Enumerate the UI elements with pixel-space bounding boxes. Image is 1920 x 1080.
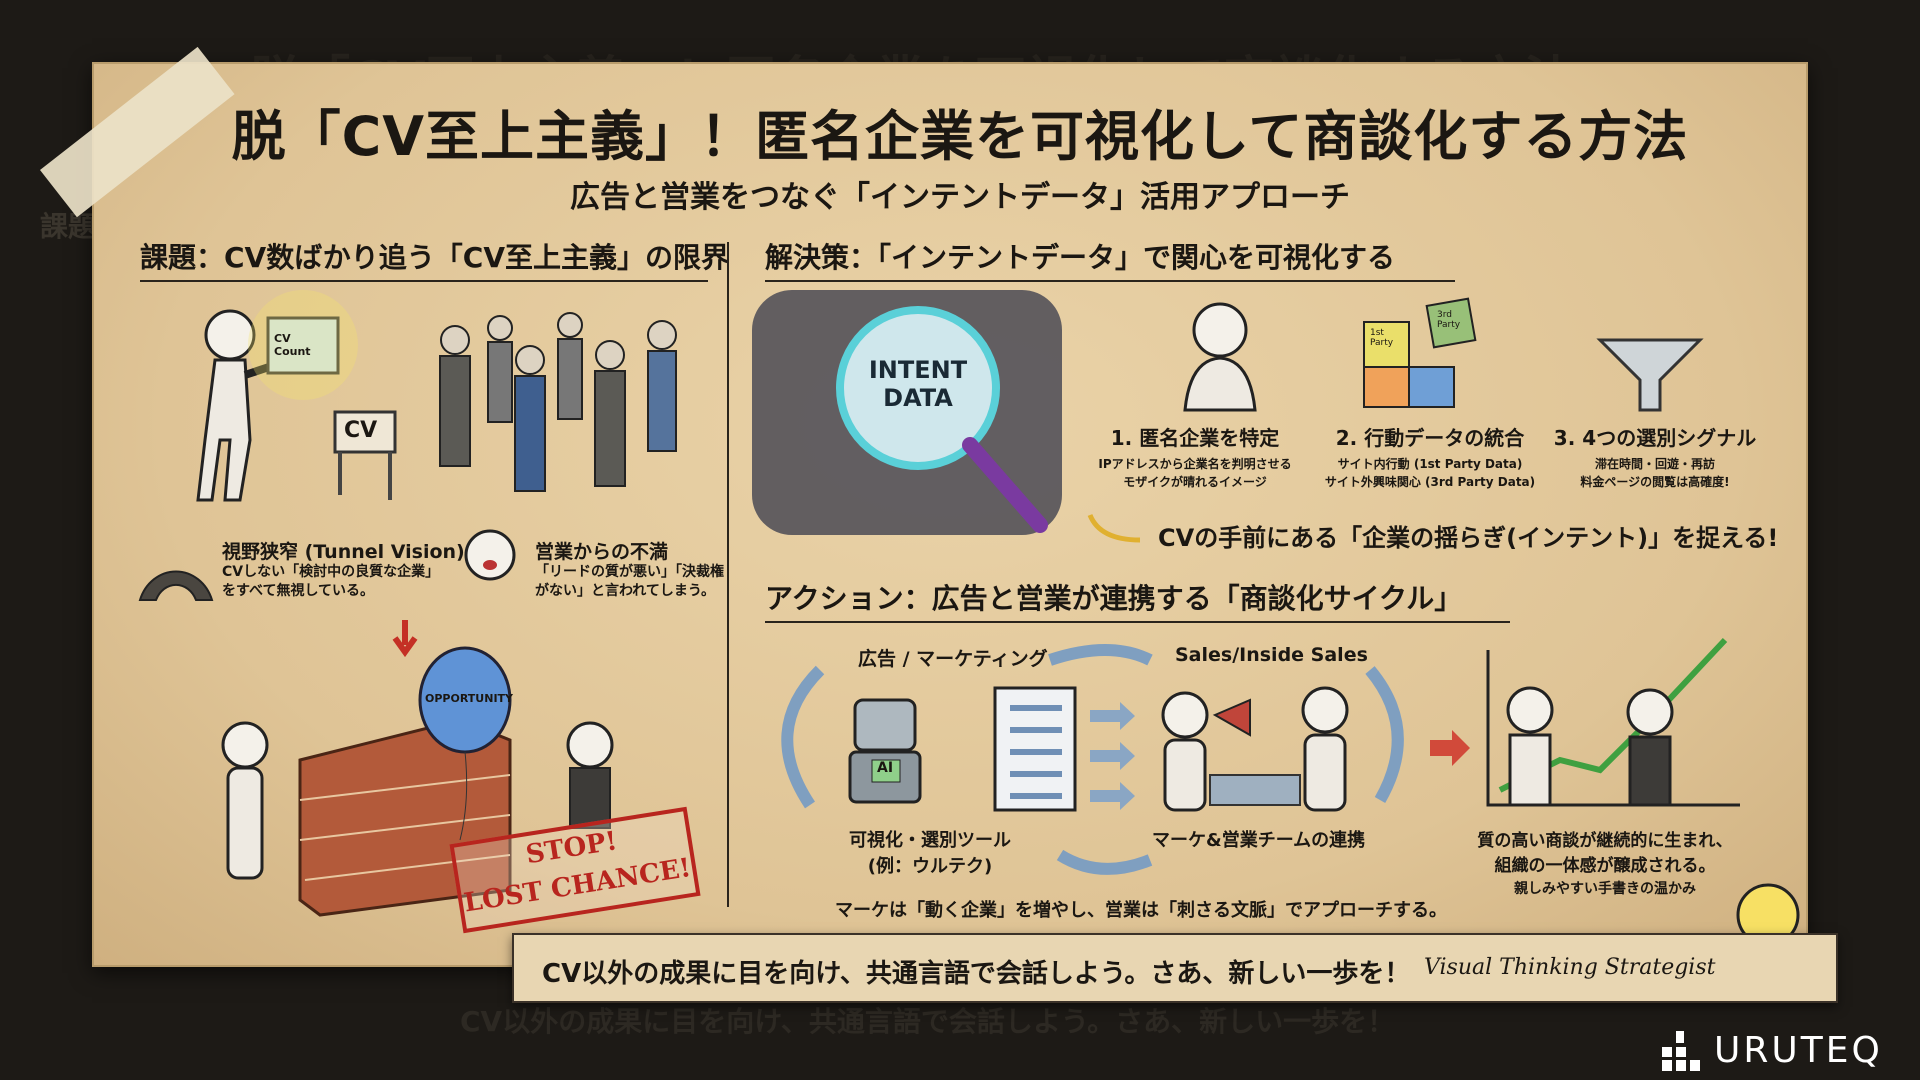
page-title: 脱「CV至上主義」！匿名企業を可視化して商談化する方法 [231,105,1689,168]
crowd-icon [439,312,677,492]
thinking-person-icon [1183,302,1257,412]
worried-person-icon [221,721,269,880]
ranked-list-icon [993,686,1077,812]
businessman-icon [566,721,614,829]
cv-sign-icon [333,410,397,500]
robot-icon [848,698,922,804]
step-integrate: 2. 行動データの統合 サイト内行動 (1st Party Data) サイト外… [1315,422,1545,491]
background-ghost-label: 課題 [40,210,97,243]
step-line: サイト外興味関心 (3rd Party Data) [1324,475,1536,489]
background-ghost-banner: CV以外の成果に目を向け、共通言語で会話しよう。さあ、新しい一歩を！ [460,1005,1396,1038]
brand-name: URUTEQ [1714,1030,1883,1071]
angry-face-icon [464,529,516,581]
step-line: IPアドレスから企業名を判明させる [1098,457,1292,471]
conclusion-arrow-icon [1087,513,1141,543]
sales-team-icon [1161,686,1349,812]
caption-line: 質の高い商談が継続的に生まれ、 [1477,831,1733,851]
step-line: サイト内行動 (1st Party Data) [1337,457,1523,471]
sales-label: Sales/Inside Sales [1175,644,1368,666]
page-subtitle: 広告と営業をつなぐ「インテントデータ」活用アプローチ [570,180,1350,215]
cv-sign-label: CV [344,418,378,443]
uruteq-logo-icon [1662,1030,1700,1071]
banner-signature: Visual Thinking Strategist [1424,955,1716,980]
puzzle-label: 1st Party [1370,328,1394,348]
caption-line: 可視化・選別ツール [849,830,1011,851]
uruteq-logo: URUTEQ [1662,1030,1883,1071]
step-line: 滞在時間・回遊・再訪 [1594,457,1715,471]
step-title: 2. 行動データの統合 [1335,426,1525,450]
solution-heading: 解決策：「インテントデータ」で関心を可視化する [765,236,1455,282]
funnel-icon [1596,338,1704,412]
problem-heading: 課題：CV数ばかり追う「CV至上主義」の限界 [140,236,729,282]
action-heading: アクション：広告と営業が連携する「商談化サイクル」 [765,577,1510,623]
team-caption: マーケ&営業チームの連携 [1152,830,1366,851]
section-divider [727,242,729,907]
caption-line: (例：ウルテク) [867,856,993,877]
robot-ai-label: AI [877,760,894,776]
caption-line: 親しみやすい手書きの温かみ [1514,881,1696,897]
step-line: モザイクが晴れるイメージ [1123,475,1267,489]
tool-caption: 可視化・選別ツール (例：ウルテク) [840,826,1020,878]
step-line: 料金ページの閲覧は高確度! [1580,475,1730,489]
step-title: 1. 匿名企業を特定 [1110,426,1280,450]
tunnel-vision-line: をすべて無視している。 [222,583,375,599]
red-right-arrow-icon [1430,730,1470,766]
cv-count-screen [266,316,340,375]
opportunity-balloon-icon [418,646,512,841]
complaint-line: がない」と言われてしまう。 [535,583,716,599]
footer-banner: CV以外の成果に目を向け、共通言語で会話しよう。さあ、新しい一歩を！ Visua… [512,933,1838,1003]
magnifier-icon [836,306,1000,470]
puzzle-label: 3rd Party [1437,310,1461,330]
complaint-title: 営業からの不満 [535,541,669,563]
intent-data-label: INTENT DATA [868,356,968,412]
tunnel-vision-title: 視野狭窄 (Tunnel Vision) [222,541,465,563]
caption-line: 組織の一体感が醸成される。 [1494,856,1716,876]
marketing-label: 広告 / マーケティング [858,648,1048,670]
growth-chart-icon [1486,637,1740,807]
puzzle-icon [1363,297,1477,408]
result-caption: 質の高い商談が継続的に生まれ、 組織の一体感が醸成される。 親しみやすい手書きの… [1460,826,1750,898]
conclusion-text: CVの手前にある「企業の揺らぎ(インテント)」を捉える! [1158,524,1779,552]
banner-message: CV以外の成果に目を向け、共通言語で会話しよう。さあ、新しい一歩を！ [542,959,1411,989]
tunnel-icon [138,570,214,601]
step-signals: 3. 4つの選別シグナル 滞在時間・回遊・再訪 料金ページの閲覧は高確度! [1545,422,1765,491]
flow-arrows-icon [1090,702,1135,810]
red-down-arrow-icon [392,620,418,658]
brick-wall-icon [298,718,512,917]
action-bottom-line: マーケは「動く企業」を増やし、営業は「刺さる文脈」でアプローチする。 [835,900,1447,921]
cycle-arrows-icon [781,644,1404,875]
step-identify: 1. 匿名企業を特定 IPアドレスから企業名を判明させる モザイクが晴れるイメー… [1085,422,1305,491]
tunnel-vision-line: CVしない「検討中の良質な企業」 [222,564,440,580]
complaint-line: 「リードの質が悪い」「決裁権 [535,564,724,580]
step-title: 3. 4つの選別シグナル [1553,426,1757,450]
cv-count-label: CV Count [274,332,311,358]
lens-text: INTENT [868,356,968,384]
lens-text: DATA [883,384,953,412]
opportunity-label: OPPORTUNITY [425,692,514,705]
